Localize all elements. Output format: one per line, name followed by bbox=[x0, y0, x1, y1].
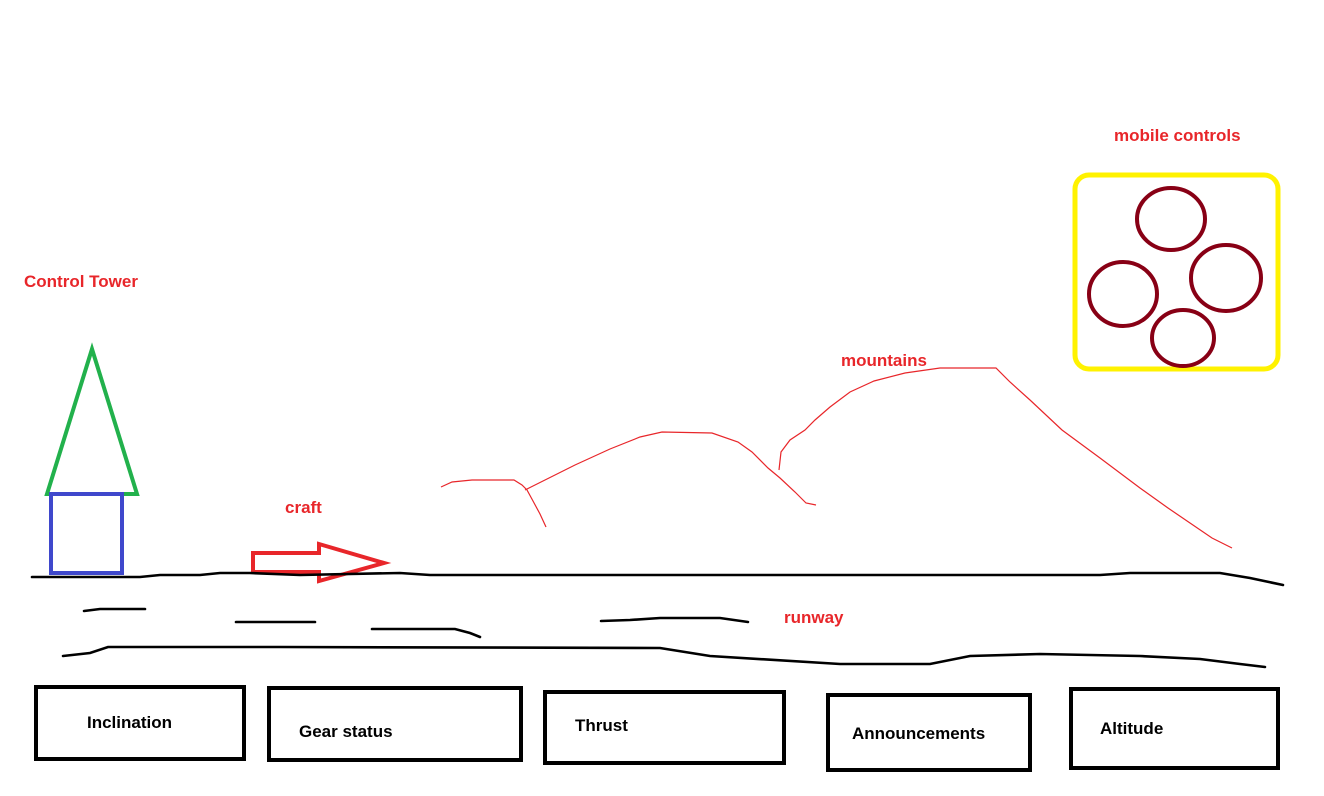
control-tower-label: Control Tower bbox=[24, 272, 138, 291]
control-button-right[interactable] bbox=[1189, 243, 1263, 313]
mountains-label: mountains bbox=[841, 351, 927, 370]
panel-gear-status[interactable]: Gear status bbox=[267, 686, 523, 762]
control-button-down[interactable] bbox=[1150, 308, 1216, 368]
runway-lines bbox=[30, 571, 1285, 669]
panel-label: Altitude bbox=[1100, 719, 1164, 738]
control-button-up[interactable] bbox=[1135, 186, 1207, 252]
panel-label: Gear status bbox=[299, 722, 393, 741]
panel-altitude[interactable]: Altitude bbox=[1069, 687, 1280, 770]
tower-roof bbox=[44, 342, 140, 496]
mobile-controls-label: mobile controls bbox=[1114, 126, 1241, 145]
control-button-left[interactable] bbox=[1087, 260, 1159, 328]
mobile-controls-frame bbox=[1072, 172, 1281, 372]
tower-base bbox=[49, 492, 124, 575]
panel-label: Thrust bbox=[575, 716, 628, 735]
craft-arrow bbox=[251, 541, 392, 584]
mountains-outline bbox=[440, 367, 1233, 549]
craft-label: craft bbox=[285, 498, 322, 517]
panel-label: Announcements bbox=[852, 724, 986, 743]
panel-announcements[interactable]: Announcements bbox=[826, 693, 1032, 772]
panel-label: Inclination bbox=[87, 713, 172, 732]
runway-label: runway bbox=[784, 608, 844, 627]
panel-inclination[interactable]: Inclination bbox=[34, 685, 246, 761]
panel-thrust[interactable]: Thrust bbox=[543, 690, 786, 765]
